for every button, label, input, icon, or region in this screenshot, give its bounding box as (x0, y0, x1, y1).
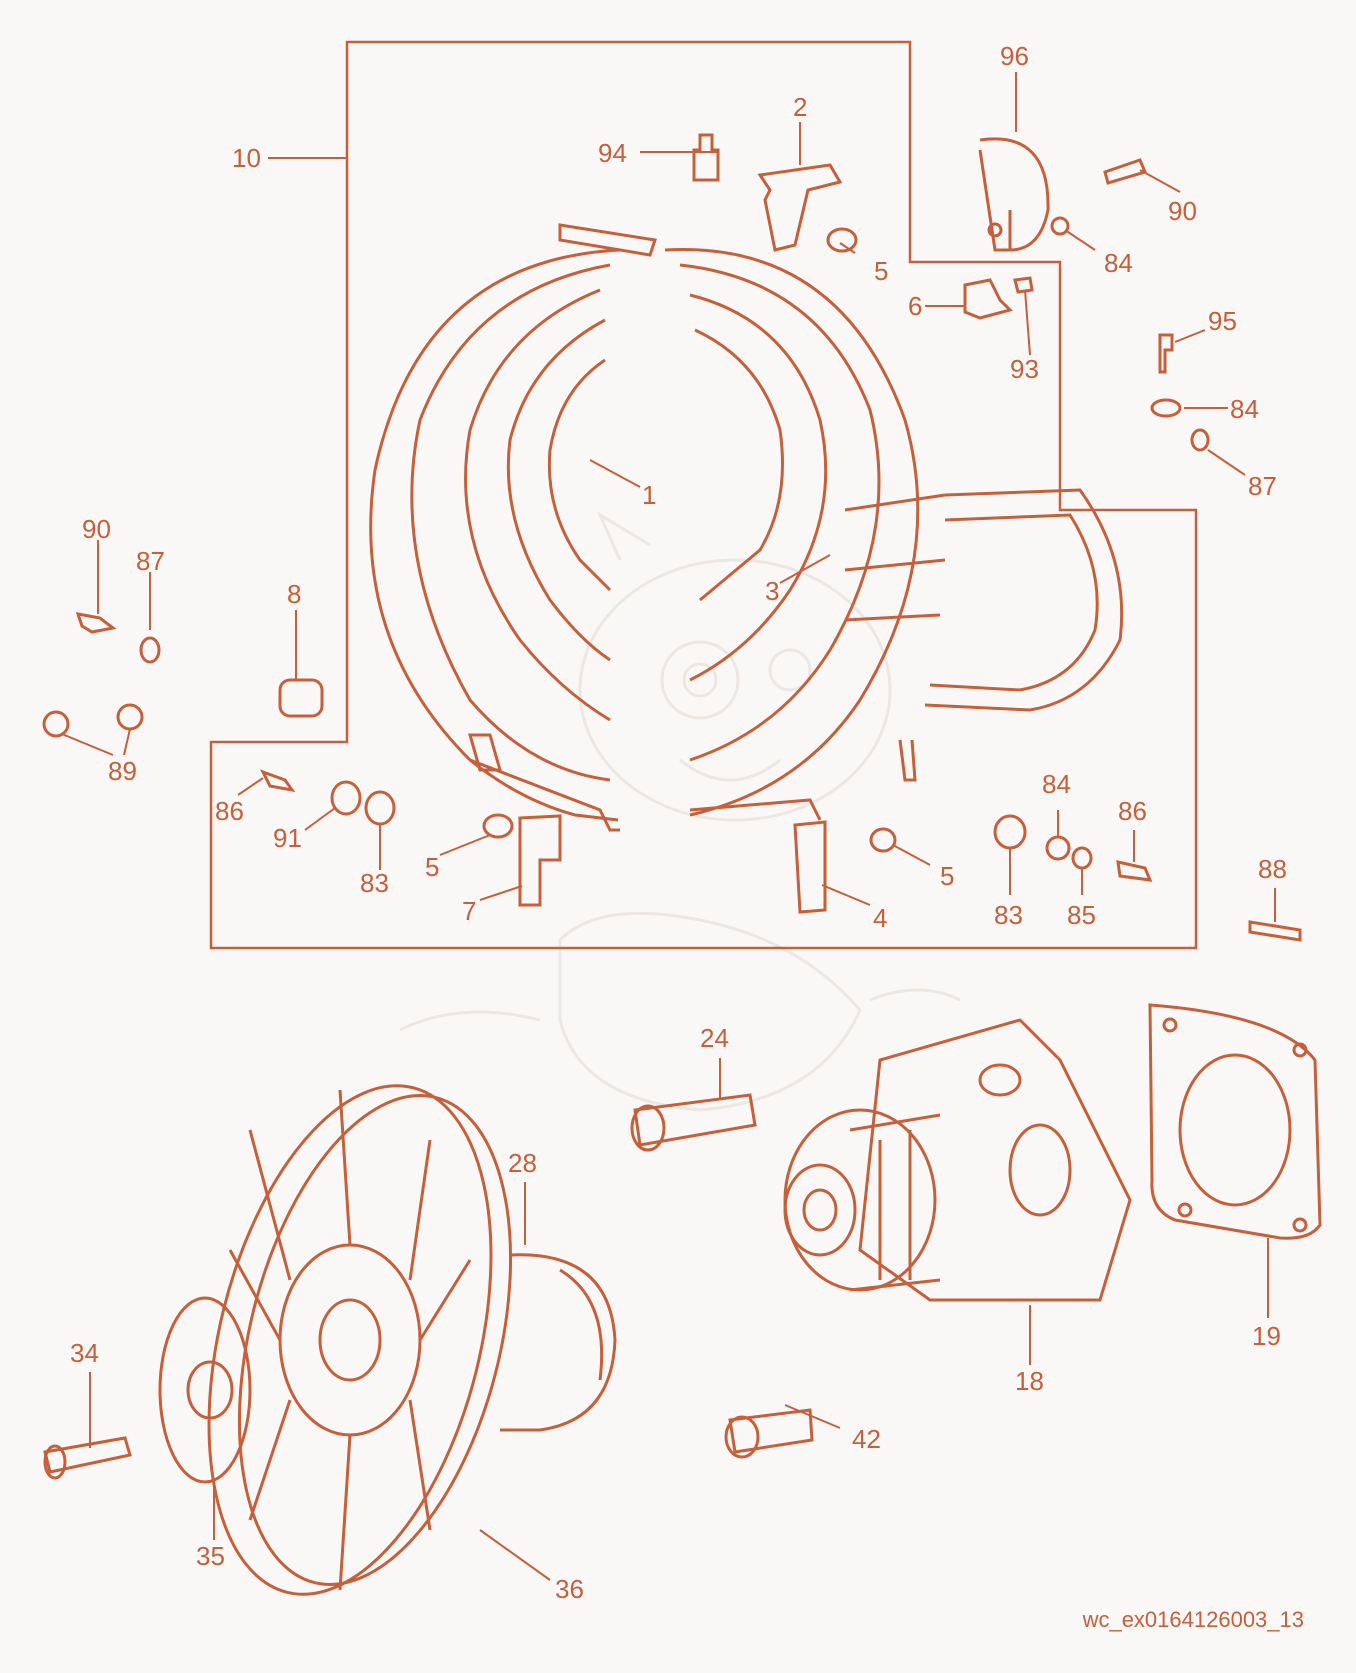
label-5-left: 5 (425, 852, 439, 882)
label-18: 18 (1015, 1366, 1044, 1396)
label-42: 42 (852, 1424, 881, 1454)
label-24: 24 (700, 1023, 729, 1053)
label-88: 88 (1258, 854, 1287, 884)
label-35: 35 (196, 1541, 225, 1571)
label-85: 85 (1067, 900, 1096, 930)
hardware-right (793, 814, 1302, 942)
fan-guard (369, 223, 1124, 832)
label-8: 8 (287, 579, 301, 609)
label-86-left: 86 (215, 796, 244, 826)
label-28: 28 (508, 1148, 537, 1178)
pulley-assembly (43, 1084, 617, 1596)
label-89: 89 (108, 756, 137, 786)
group-10-outline (209, 40, 1198, 950)
drawing-code: wc_ex0164126003_13 (1082, 1607, 1304, 1632)
label-10: 10 (232, 143, 261, 173)
part-labels: 10 94 2 5 96 90 84 6 93 95 84 87 1 3 90 … (70, 41, 1287, 1604)
label-86-right: 86 (1118, 796, 1147, 826)
label-34: 34 (70, 1338, 99, 1368)
label-6: 6 (908, 291, 922, 321)
label-19: 19 (1252, 1321, 1281, 1351)
label-93: 93 (1010, 354, 1039, 384)
label-90-left: 90 (82, 514, 111, 544)
label-83-right: 83 (994, 900, 1023, 930)
label-87-left: 87 (136, 546, 165, 576)
label-3: 3 (765, 576, 779, 606)
label-4: 4 (873, 903, 887, 933)
hardware-top (692, 133, 1210, 452)
label-84-top: 84 (1104, 248, 1133, 278)
watermark-figure (399, 511, 961, 1112)
label-91: 91 (273, 823, 302, 853)
label-84-right: 84 (1042, 769, 1071, 799)
label-95: 95 (1208, 306, 1237, 336)
label-83-left: 83 (360, 868, 389, 898)
label-87-right: 87 (1248, 471, 1277, 501)
label-36: 36 (555, 1574, 584, 1604)
label-94: 94 (598, 138, 627, 168)
label-1: 1 (642, 480, 656, 510)
leader-lines (61, 72, 1276, 1581)
label-5-top: 5 (874, 256, 888, 286)
label-90-right: 90 (1168, 196, 1197, 226)
pump-assembly (630, 1003, 1322, 1459)
label-84-mid: 84 (1230, 394, 1259, 424)
label-5-right: 5 (940, 861, 954, 891)
label-7: 7 (462, 896, 476, 926)
label-2: 2 (793, 92, 807, 122)
label-96: 96 (1000, 41, 1029, 71)
